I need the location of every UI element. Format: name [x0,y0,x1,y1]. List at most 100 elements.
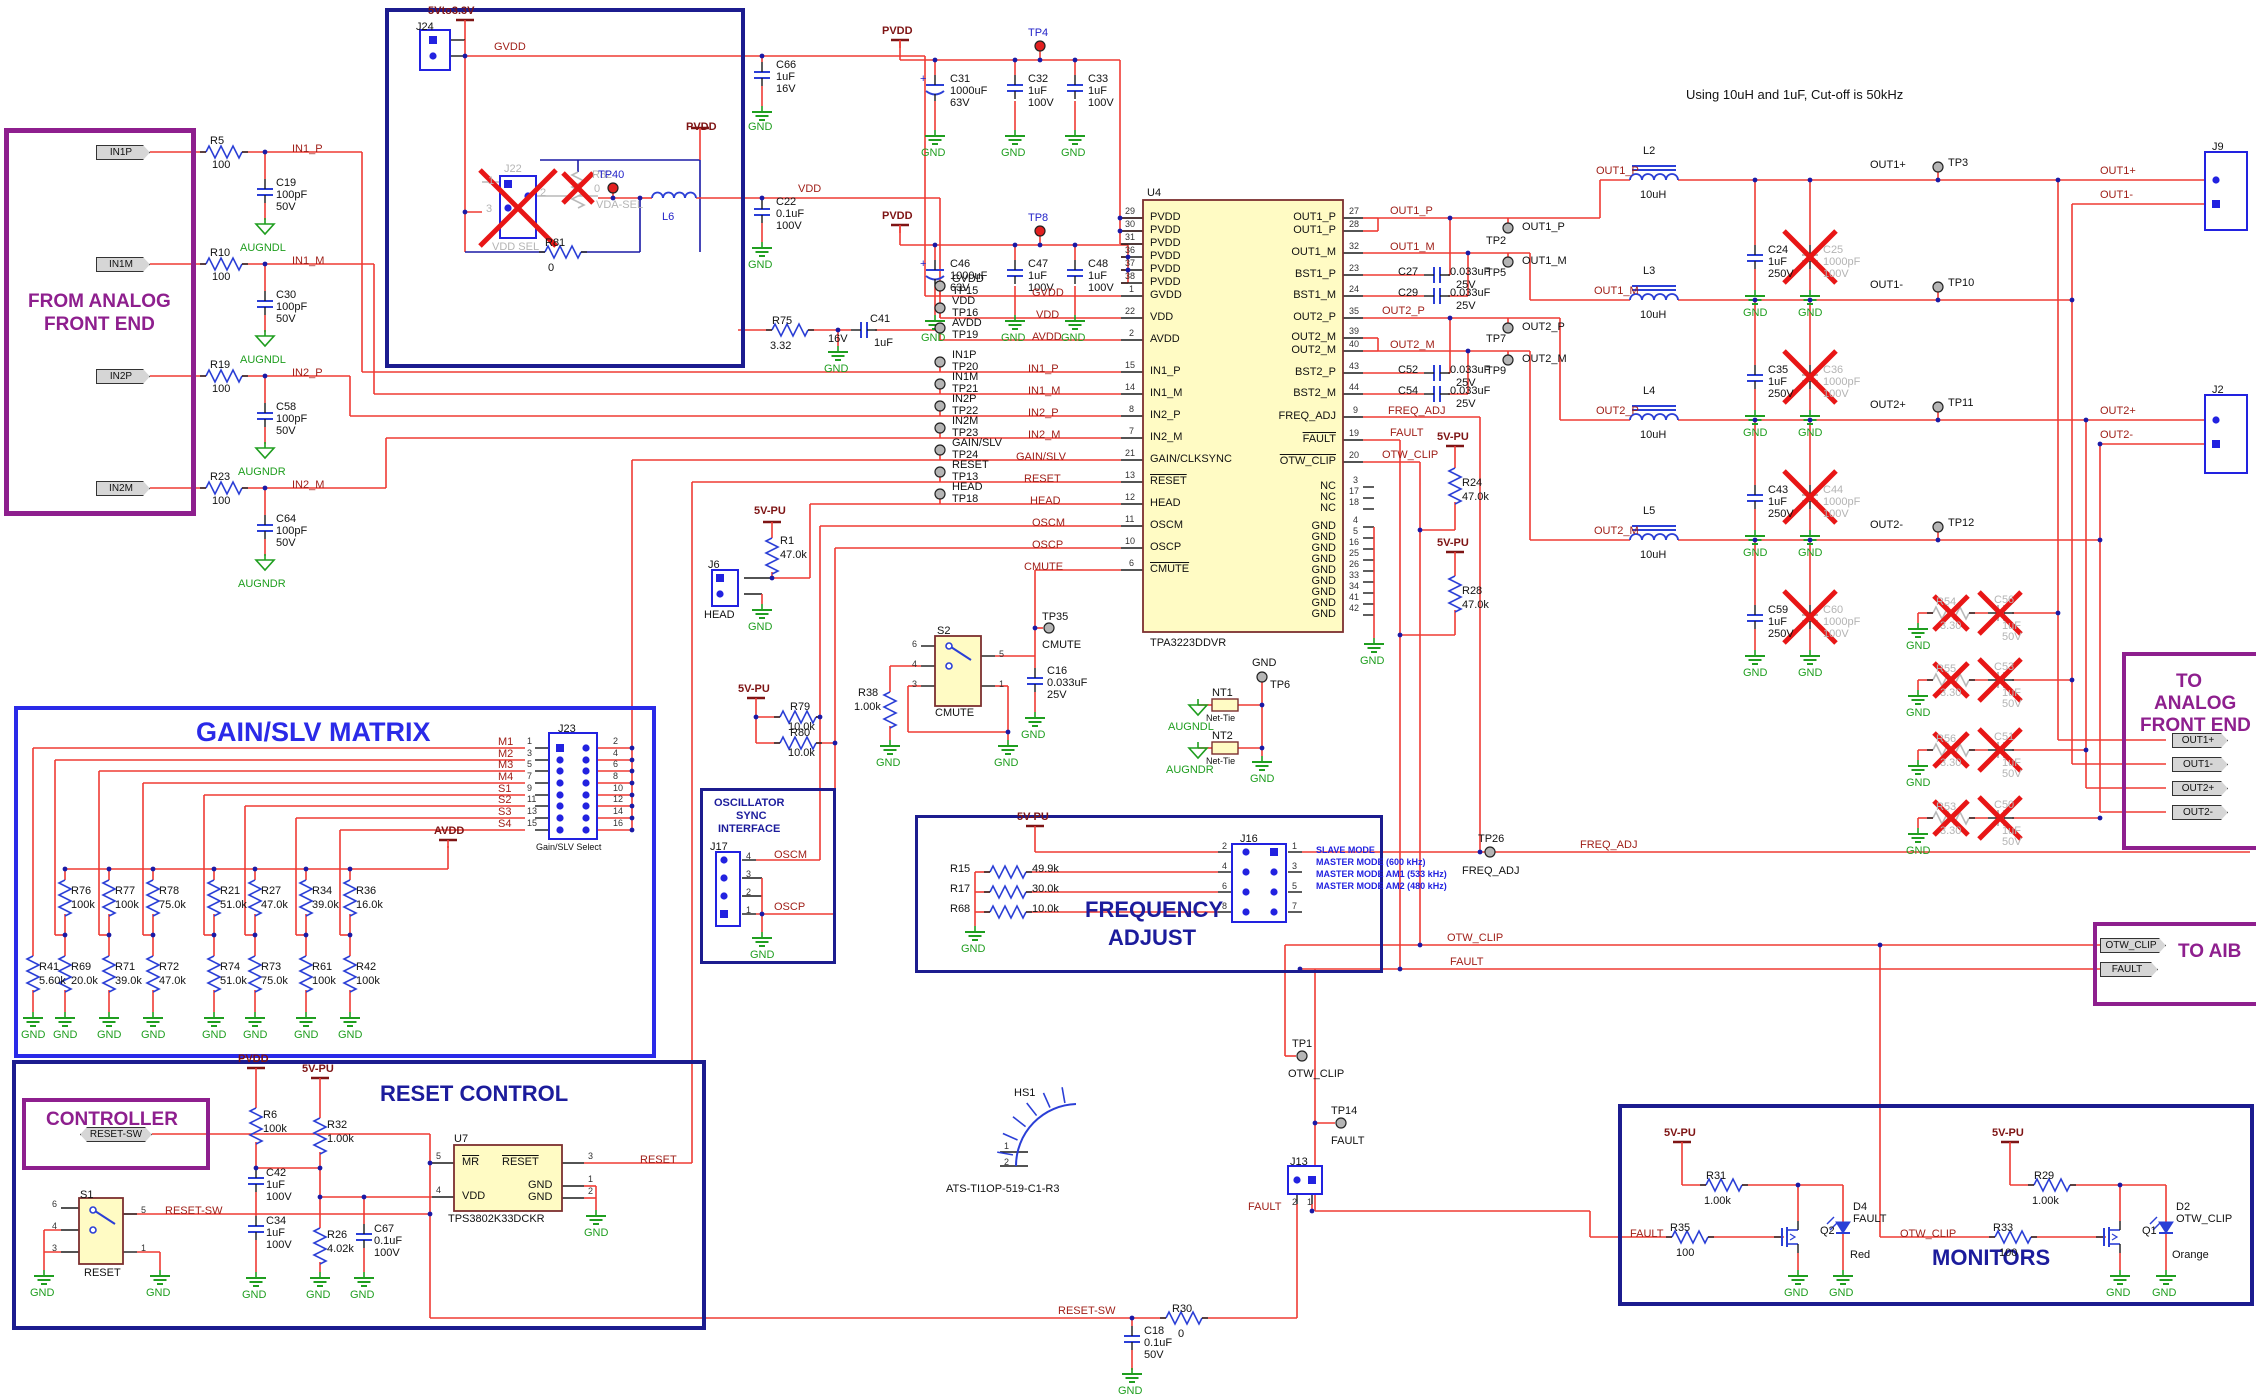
label: C67 [374,1223,395,1235]
label: RESET [1024,473,1061,485]
label: GND [1061,332,1086,344]
label: R74 [220,961,241,973]
junction-dot [462,209,468,215]
label: 0 [594,183,601,195]
label: R78 [159,885,180,897]
label: 1uF [1028,270,1047,282]
label: OUT2_M [1390,339,1435,351]
resistor [248,1107,264,1145]
junction-dot [1752,297,1758,303]
label: 8 [613,771,619,781]
resistor [989,884,1027,900]
label: OUT1_M [1522,255,1567,267]
junction-dot [106,932,112,938]
label: 1uF [2002,687,2021,699]
label: GND [1784,1287,1809,1299]
junction-dot [252,866,258,872]
label: GND [97,1029,122,1041]
label: 39 [1349,326,1360,336]
label: 75.0k [159,899,186,911]
junction-dot [637,195,643,201]
testpoint [1502,222,1514,234]
label: TP15 [952,285,979,297]
label: 10 [613,783,624,793]
heatsink-icon [1015,1103,1077,1167]
label: 8 [1129,404,1135,414]
label: GND [1311,542,1336,554]
dnp-cross-icon [1932,594,1970,632]
label: ANALOG [2154,693,2237,714]
label: R72 [159,961,180,973]
label: 1uF [1768,496,1787,508]
label: 43 [1349,361,1360,371]
connector-pin [556,744,564,752]
label: BST1_P [1295,268,1336,280]
connector-pin [1270,868,1278,876]
section-box-4 [915,815,1383,973]
label: 30.0k [1032,883,1059,895]
label: FAULT [1302,433,1336,445]
label: CONTROLLER [46,1109,178,1130]
port-OUT1-: OUT1- [2172,757,2228,772]
label: GND [242,1289,267,1301]
label: 1uF [2002,825,2021,837]
junction-dot [1072,57,1078,63]
connector-pin [582,756,590,764]
label: GND [1798,307,1823,319]
junction-dot [1807,177,1813,183]
label: 40 [1349,339,1360,349]
connector-pin [504,204,512,212]
label: 41 [1349,592,1360,602]
port-OUT2-: OUT2- [2172,805,2228,820]
label: OUT2_M [1291,344,1336,356]
label: 1uF [2002,620,2021,632]
label: GND [921,332,946,344]
label: J16 [1240,833,1258,845]
junction-dot [2117,1182,2123,1188]
label: 33 [1349,570,1360,580]
label: 100V [374,1247,400,1259]
label: 21 [1125,448,1136,458]
analog-ground-symbol [254,447,276,460]
label: 3 [527,748,533,758]
label: J2 [2212,384,2224,396]
label: 39.0k [115,975,142,987]
junction-dot [1037,242,1043,248]
label: L6 [662,211,675,223]
label: FREQUENCY [1085,897,1224,922]
label: R82 [592,169,613,181]
connector-pin [1242,888,1250,896]
label: HEAD [704,609,735,621]
resistor [882,691,898,729]
label: OUT1_P [1390,205,1433,217]
label: GND [1311,531,1336,543]
resistor [312,1227,328,1265]
junction-dot [1465,250,1471,256]
label: 5V-PU [738,683,770,695]
label: J23 [558,723,576,735]
label: R71 [115,961,136,973]
label: GND [961,943,986,955]
label: R61 [312,961,333,973]
led-arrow-icon [2149,1216,2158,1225]
label: RESET-SW [1058,1305,1116,1317]
label: 16 [1349,537,1360,547]
testpoint [934,280,946,292]
label: 5 [1292,881,1298,891]
testpoint [607,182,619,194]
label: S4 [498,818,512,830]
label: BST1_M [1293,289,1336,301]
label: 75.0k [261,975,288,987]
label: 5V-PU [1017,811,1049,823]
connector-pin [2212,200,2220,208]
label: GND [1021,729,1046,741]
label: M4 [498,771,514,783]
label: 25V [1456,377,1476,389]
label: C27 [1398,266,1419,278]
label: 25V [1456,279,1476,291]
dnp-cross-icon [561,171,595,205]
label: TP3 [1948,157,1969,169]
label: R75 [772,315,793,327]
label: 4 [436,1185,442,1195]
label: + [920,73,927,85]
